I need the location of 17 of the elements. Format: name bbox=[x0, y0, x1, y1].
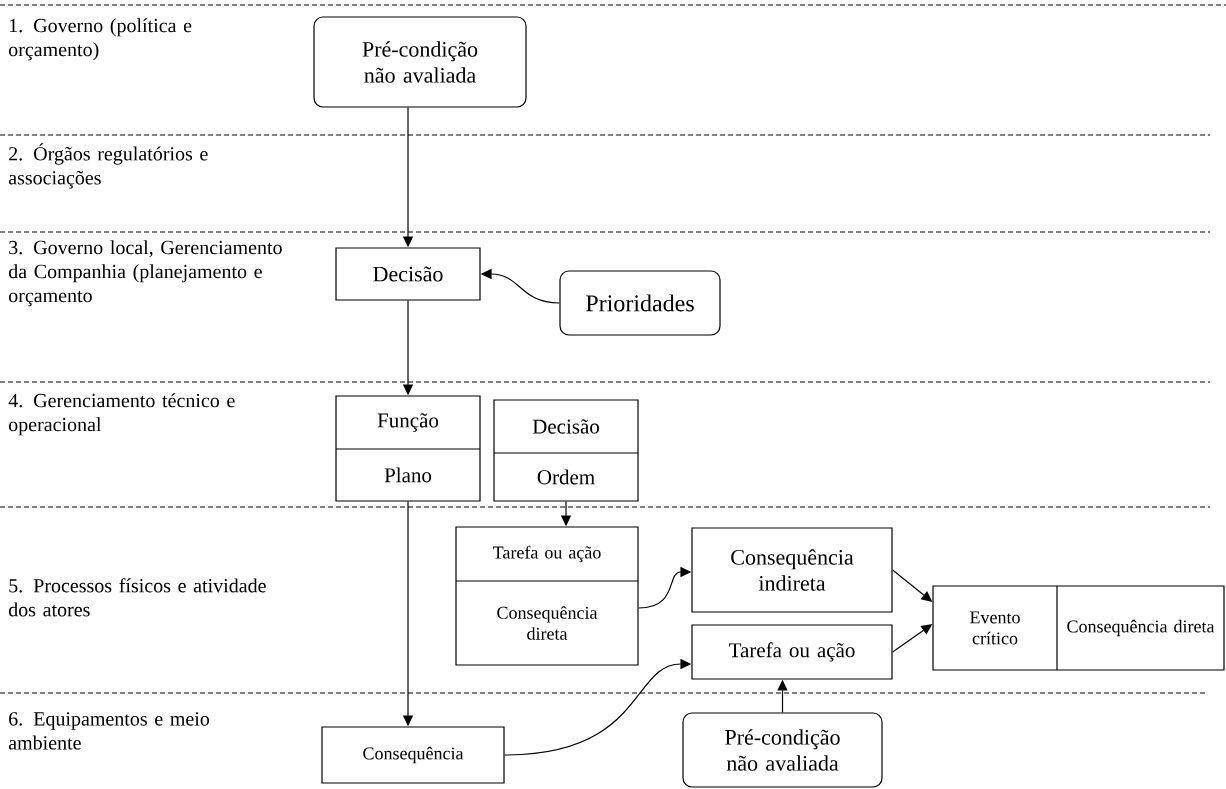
layer-label: 5. Processos físicos e atividade dos atores bbox=[8, 578, 266, 617]
layer-label: 1. Governo (política e orçamento) bbox=[9, 18, 192, 61]
layer-label: 6. Equipamentos e meio ambiente bbox=[8, 712, 210, 750]
process-box: Tarefa ou ação bbox=[691, 624, 893, 680]
rounded-box: Prioridades bbox=[559, 270, 721, 336]
rounded-box: Pré-condição não avaliada bbox=[682, 712, 883, 788]
split-box: Evento crítico Consequência direta bbox=[932, 585, 1225, 671]
split-box: Função Plano bbox=[335, 395, 481, 502]
process-box: Consequência bbox=[321, 726, 505, 784]
split-box: Decisão Ordem bbox=[493, 399, 639, 502]
process-box: Decisão bbox=[335, 247, 481, 301]
layer-label: 2. Órgãos regulatórios e associações bbox=[8, 143, 208, 189]
rounded-box: Pré-condição não avaliada bbox=[313, 16, 527, 108]
split-box: Tarefa ou ação Consequência direta bbox=[455, 526, 639, 666]
process-box: Consequência indireta bbox=[691, 527, 893, 613]
layer-label: 3. Governo local, Gerenciamento da Companhia (planejamento e orçamento bbox=[8, 240, 282, 307]
layer-label: 4. Gerenciamento técnico e operacional bbox=[8, 393, 235, 436]
